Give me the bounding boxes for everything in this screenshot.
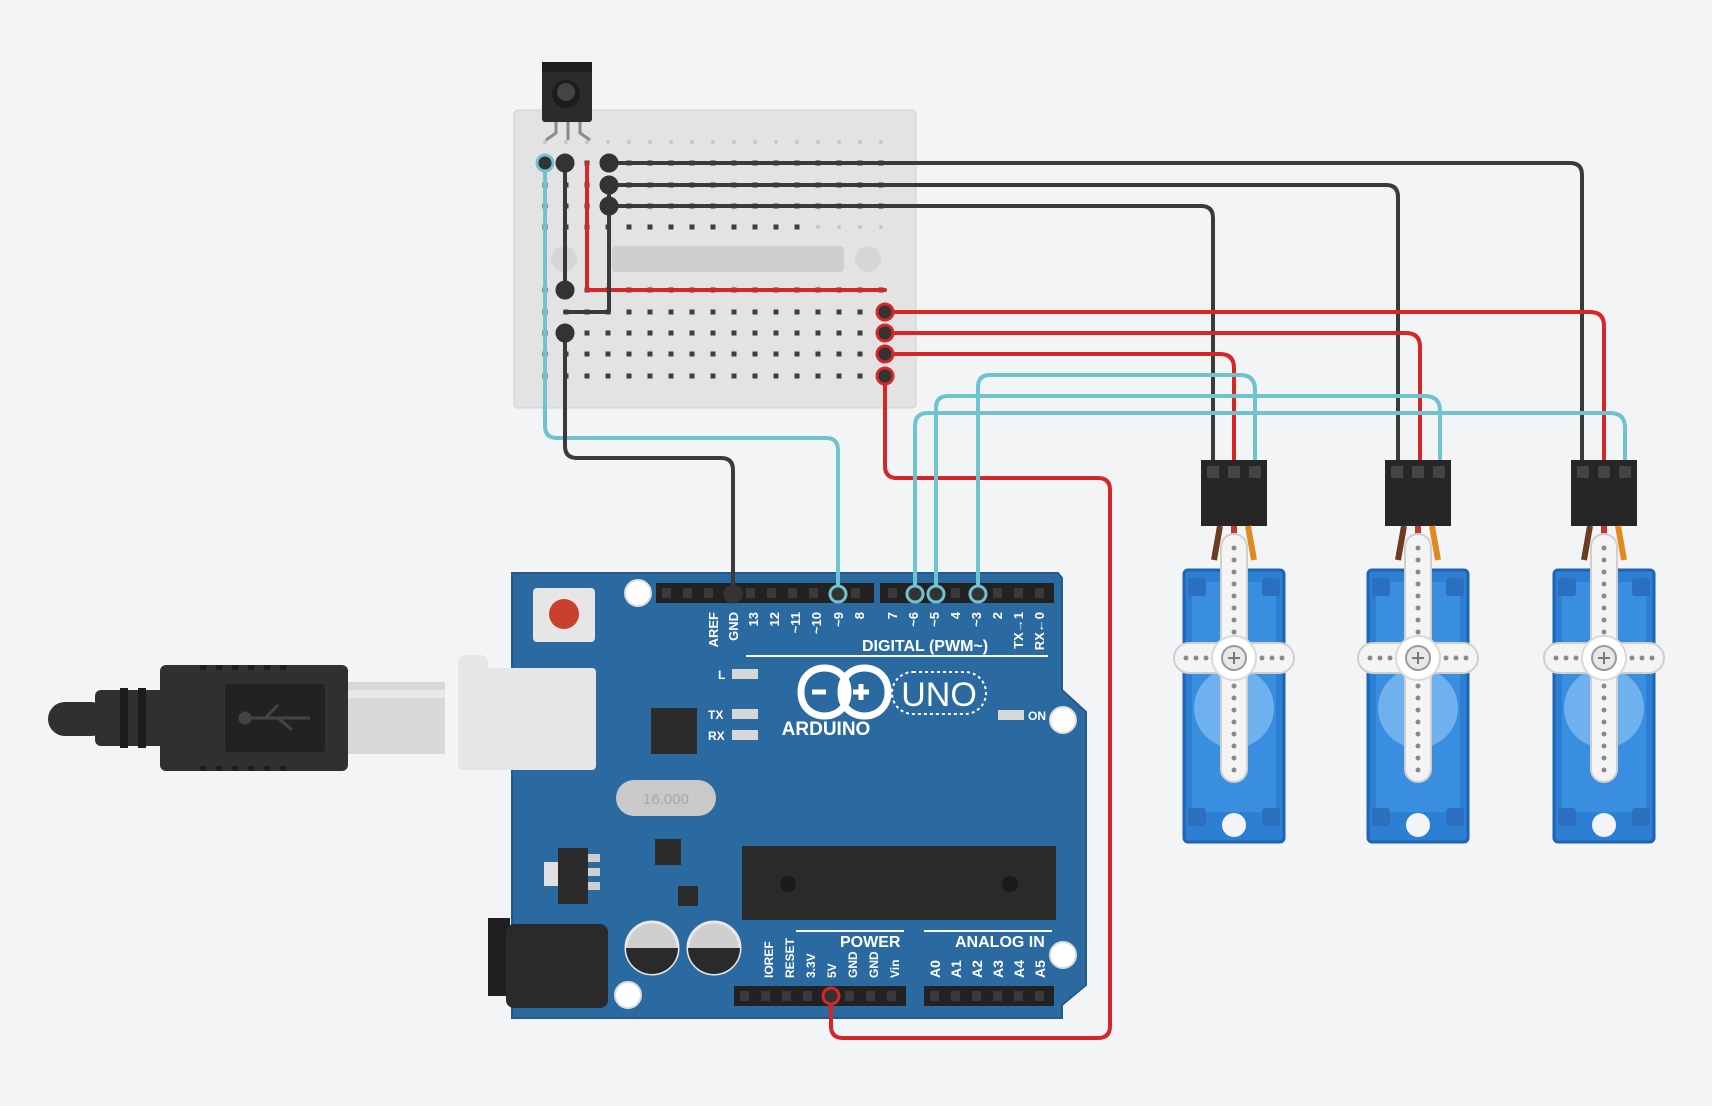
pin-label: 7: [885, 612, 900, 619]
svg-text:TX: TX: [708, 708, 723, 722]
pin-label: AREF: [706, 612, 721, 647]
wire-ir-signal[interactable]: [543, 161, 840, 596]
pin-label: A0: [927, 960, 943, 978]
analog-pin-labels: A0 A1 A2 A3 A4 A5: [927, 960, 1048, 978]
pin-label: A2: [969, 960, 985, 978]
ir-receiver[interactable]: [542, 62, 592, 142]
pin-label: IOREF: [762, 941, 776, 978]
wire-power-rail[interactable]: [585, 161, 887, 292]
power-jack: [488, 918, 608, 1008]
pin-label: TX→1: [1011, 612, 1026, 649]
pin-label: RX←0: [1032, 612, 1047, 650]
wire-servo2-ground[interactable]: [607, 183, 1400, 464]
pin-label: 12: [767, 612, 782, 626]
wire-servo3-ground[interactable]: [607, 161, 1584, 464]
pin-label: Vin: [888, 960, 902, 978]
reset-button[interactable]: [533, 588, 595, 642]
pin-label: ~5: [927, 612, 942, 627]
pin-label: ~6: [906, 612, 921, 627]
usb-icon: [238, 703, 310, 732]
pin-label: GND: [846, 951, 860, 978]
pin-label: A3: [990, 960, 1006, 978]
pin-label: A1: [948, 960, 964, 978]
svg-text:16.000: 16.000: [643, 791, 689, 808]
arduino-uno-board[interactable]: 16.000: [458, 572, 1087, 1019]
wire-servo2-signal[interactable]: [934, 394, 1442, 596]
breadboard[interactable]: [513, 109, 917, 409]
pin-label: RESET: [783, 937, 797, 978]
pin-label: ~10: [809, 612, 824, 634]
usb-cable[interactable]: [48, 665, 445, 771]
wire-endpoints: [535, 153, 988, 1006]
atmega-chip: [742, 846, 1056, 920]
pin-label: 3.3V: [804, 953, 818, 978]
pin-label: GND: [726, 612, 741, 641]
svg-text:RX: RX: [708, 729, 725, 743]
crystal-oscillator: [616, 780, 716, 816]
wire-ir-ground[interactable]: [563, 331, 735, 596]
arduino-logo: ARDUINO: [782, 664, 892, 740]
servo-motor[interactable]: [1357, 460, 1479, 844]
servo-motor[interactable]: [1543, 460, 1665, 844]
led-indicators: L TX RX ON: [708, 668, 1046, 743]
svg-text:ON: ON: [1028, 709, 1046, 723]
wire-servo3-signal[interactable]: [913, 411, 1627, 596]
svg-text:UNO: UNO: [901, 676, 977, 714]
wire-servo1-signal[interactable]: [976, 373, 1257, 596]
pin-label: 4: [948, 611, 963, 619]
wire-servo1-ground[interactable]: [607, 204, 1215, 464]
digital-header[interactable]: [656, 583, 1054, 603]
digital-header-label: DIGITAL (PWM~): [862, 638, 988, 655]
power-pin-labels: IOREF RESET 3.3V 5V GND GND Vin: [762, 937, 902, 978]
pin-label: ~9: [831, 612, 846, 627]
pin-label: GND: [867, 951, 881, 978]
wire-5v-supply[interactable]: [829, 374, 1112, 1040]
pin-label: 2: [990, 612, 1005, 619]
wire-ground-rail[interactable]: [563, 183, 611, 314]
pin-label: 13: [746, 612, 761, 626]
servo-motor[interactable]: [1173, 460, 1295, 844]
pin-label: 8: [852, 612, 867, 619]
wire-servo1-power[interactable]: [883, 352, 1236, 464]
pin-label: A4: [1011, 960, 1027, 978]
power-header[interactable]: [734, 986, 906, 1006]
wire-servo2-power[interactable]: [883, 331, 1422, 464]
analog-header[interactable]: [924, 986, 1054, 1006]
brand-label: ARDUINO: [782, 719, 871, 740]
wire-servo3-power[interactable]: [883, 310, 1606, 464]
pin-label: A5: [1032, 960, 1048, 978]
pin-label: ~3: [969, 612, 984, 627]
servo-group: [1173, 460, 1665, 844]
pin-label: 5V: [825, 963, 839, 978]
wires: [543, 161, 1627, 1040]
uno-badge: UNO: [891, 671, 987, 715]
svg-text:L: L: [718, 668, 725, 682]
power-header-label: POWER: [840, 934, 901, 951]
analog-header-label: ANALOG IN: [955, 934, 1045, 951]
pin-label: ~11: [788, 612, 803, 633]
usb-socket: [458, 668, 596, 770]
digital-pin-labels: AREF GND 13 12 ~11 ~10 ~9 8 7 ~6 ~5 4 ~3…: [706, 611, 1047, 650]
